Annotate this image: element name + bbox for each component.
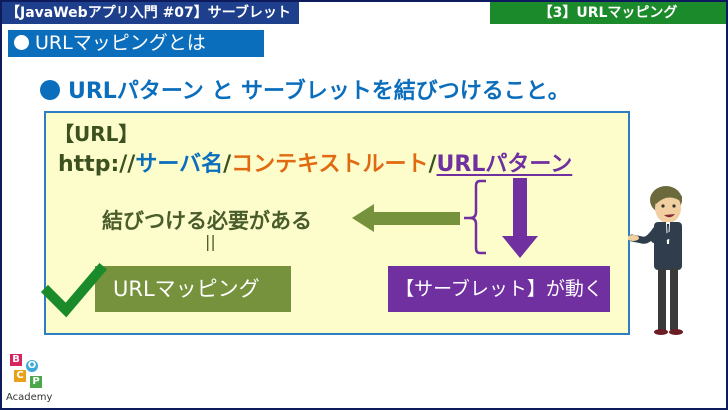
url-separator: /: [223, 152, 232, 177]
logo-letter: B: [10, 354, 22, 366]
url-structure: http://サーバ名/コンテキストルート/URLパターン: [58, 146, 572, 178]
course-title: 【JavaWebアプリ入門 #07】サーブレット: [2, 2, 299, 24]
url-pattern: URLパターン: [436, 152, 573, 177]
section-title-text: URLマッピングとは: [35, 32, 206, 54]
need-binding-text: 結びつける必要がある: [102, 209, 312, 233]
bullet-text: URLパターン と サーブレットを結びつけること。: [68, 79, 570, 104]
bullet-point: URLパターン と サーブレットを結びつけること。: [40, 73, 570, 105]
logo-letter: P: [30, 376, 42, 388]
url-server: サーバ名: [135, 152, 224, 177]
chapter-title: 【3】URLマッピング: [490, 2, 726, 24]
equal-sign: ||: [205, 232, 216, 251]
section-title: URLマッピングとは: [8, 30, 264, 57]
down-arrow-icon: [502, 178, 538, 258]
url-label: 【URL】: [54, 122, 139, 146]
bocp-academy-logo: B O C P Academy: [6, 352, 53, 404]
logo-text: Academy: [6, 392, 53, 403]
url-mapping-box: URLマッピング: [95, 266, 291, 312]
logo-letter: O: [26, 360, 38, 372]
url-separator: /: [428, 152, 437, 177]
presenter-character-icon: [628, 186, 683, 335]
logo-letter: C: [14, 370, 26, 382]
checkmark-icon: [40, 262, 108, 318]
url-scheme: http://: [58, 152, 136, 177]
brace-icon: [469, 179, 486, 255]
bullet-dot-icon: [40, 80, 60, 100]
servlet-runs-box: 【サーブレット】が動く: [388, 266, 610, 312]
left-arrow-icon: [352, 204, 460, 232]
bullet-dot-icon: [14, 35, 29, 50]
url-context-root: コンテキストルート: [231, 152, 429, 177]
